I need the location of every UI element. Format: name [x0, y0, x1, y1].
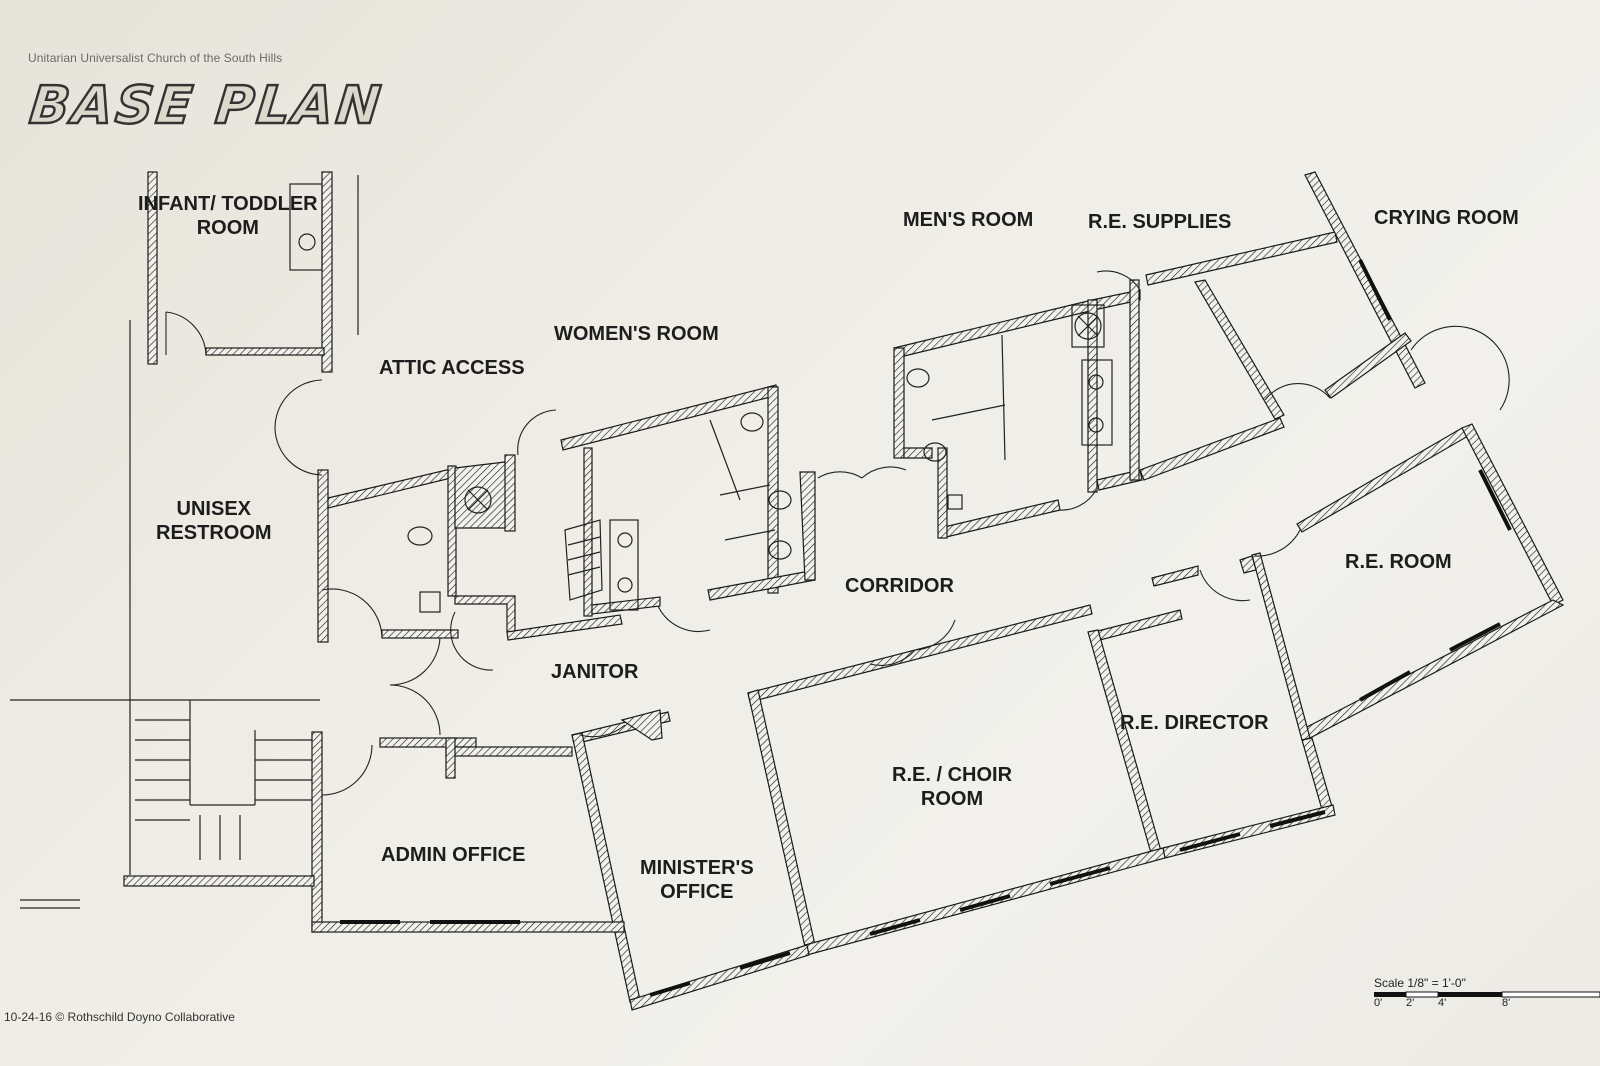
- room-label-unisex-line1: UNISEX: [176, 498, 252, 520]
- room-label-re-supplies: R.E. SUPPLIES: [1088, 211, 1232, 233]
- room-label-attic-access: ATTIC ACCESS: [379, 357, 525, 379]
- room-label-ministers-line1: MINISTER'S: [640, 857, 754, 879]
- room-label-re-room: R.E. ROOM: [1345, 551, 1452, 573]
- room-label-re-director: R.E. DIRECTOR: [1120, 712, 1269, 734]
- doors: [165, 270, 1510, 796]
- room-label-womens-room: WOMEN'S ROOM: [554, 323, 719, 345]
- scale-bar: [1374, 991, 1600, 998]
- room-label-janitor: JANITOR: [551, 661, 639, 683]
- scale-tick-0: 0': [1374, 997, 1383, 1009]
- room-label-re-choir-line1: R.E. / CHOIR: [892, 764, 1013, 786]
- organization-name: Unitarian Universalist Church of the Sou…: [28, 51, 283, 65]
- scale-tick-8: 8': [1502, 997, 1511, 1009]
- scale-tick-4: 4': [1438, 997, 1447, 1009]
- room-label-infant-toddler: INFANT/ TODDLER ROOM: [138, 192, 318, 240]
- room-label-ministers-line2: OFFICE: [660, 881, 734, 903]
- room-label-infant-toddler-line1: INFANT/ TODDLER: [138, 193, 318, 215]
- scale-label: Scale 1/8" = 1'-0": [1374, 976, 1466, 990]
- room-label-re-choir-room: R.E. / CHOIR ROOM: [892, 763, 1012, 811]
- windows: [340, 259, 1512, 997]
- scale-tick-2: 2': [1406, 997, 1415, 1009]
- room-label-re-choir-line2: ROOM: [920, 788, 984, 810]
- room-label-corridor: CORRIDOR: [845, 575, 954, 597]
- fixtures: [10, 175, 1113, 909]
- room-label-unisex-line2: RESTROOM: [156, 522, 272, 544]
- room-label-infant-toddler-line2: ROOM: [196, 217, 259, 239]
- room-label-crying-room: CRYING ROOM: [1374, 207, 1519, 229]
- footer-credit: 10-24-16 © Rothschild Doyno Collaborativ…: [4, 1010, 235, 1024]
- room-label-mens-room: MEN'S ROOM: [903, 209, 1034, 231]
- room-label-ministers-office: MINISTER'S OFFICE: [640, 856, 754, 904]
- room-label-unisex-restroom: UNISEX RESTROOM: [156, 497, 272, 545]
- room-label-admin-office: ADMIN OFFICE: [381, 844, 526, 866]
- walls: [123, 171, 1565, 1011]
